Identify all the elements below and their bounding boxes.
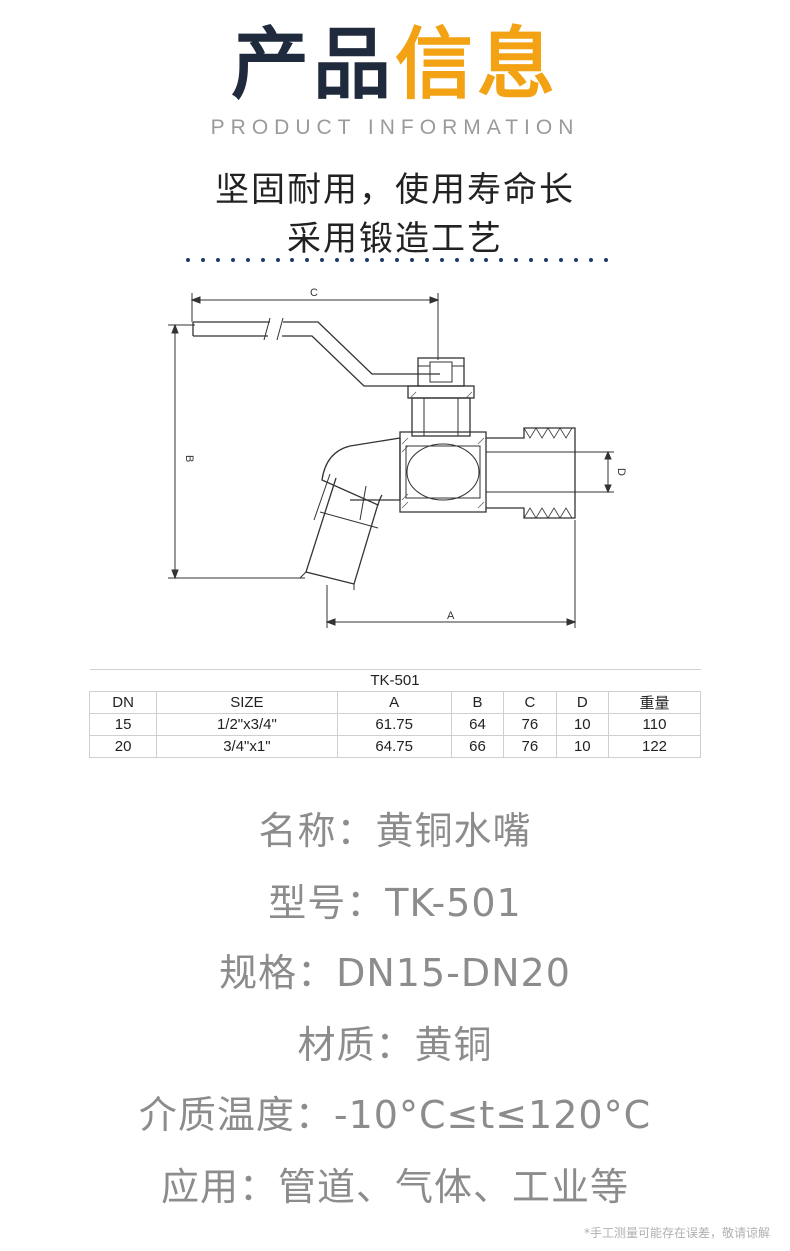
table-header: A: [336, 691, 452, 714]
table-cell: 64.75: [336, 735, 452, 758]
table-cell: 20: [88, 735, 158, 758]
divider-dot: [559, 258, 564, 262]
info-temperature: 介质温度：-10°C≤t≤120°C: [138, 1093, 652, 1137]
table-row: 20 3/4"x1" 64.75 66 76 10 122: [88, 735, 701, 758]
divider-dot: [305, 258, 310, 262]
divider-dot: [484, 258, 489, 262]
divider-dot: [514, 258, 519, 262]
table-model-cell: TK-501: [89, 669, 701, 692]
table-cell: 110: [608, 713, 701, 736]
info-spec: 规格：DN15-DN20: [219, 951, 571, 995]
title-part-1: 产品: [230, 20, 395, 110]
table-header-row: DN SIZE A B C D 重量: [88, 691, 701, 714]
divider-dot: [365, 258, 370, 262]
table-cell: 10: [555, 713, 610, 736]
table-cell: 1/2"x3/4": [156, 713, 338, 736]
divider-dot: [379, 258, 384, 262]
divider-dot: [200, 258, 205, 262]
divider-dot: [290, 258, 295, 262]
dimension-b-label: B: [183, 455, 195, 462]
table-header: DN: [88, 691, 158, 714]
divider-dot: [439, 258, 444, 262]
divider-dot: [275, 258, 280, 262]
english-subtitle: PRODUCT INFORMATION: [210, 116, 580, 139]
table-cell: 76: [503, 735, 557, 758]
divider-dot: [573, 258, 578, 262]
divider-dot: [588, 258, 593, 262]
divider-dot: [544, 258, 549, 262]
divider-dot: [320, 258, 325, 262]
page-title: 产品信息: [0, 20, 790, 110]
divider-dot: [335, 258, 340, 262]
info-material: 材质：黄铜: [297, 1023, 493, 1067]
divider-dot: [394, 258, 399, 262]
table-cell: 76: [503, 713, 557, 736]
divider-dot: [230, 258, 235, 262]
table-cell: 66: [450, 735, 505, 758]
table-header: B: [450, 691, 505, 714]
divider-dot: [529, 258, 534, 262]
divider-dot: [603, 258, 608, 262]
divider-dot: [424, 258, 429, 262]
dimension-c-label: C: [310, 287, 318, 299]
title-part-2: 信息: [395, 20, 560, 110]
valve-technical-drawing: C B A D: [168, 287, 627, 628]
table-header: C: [503, 691, 557, 714]
table-cell: 3/4"x1": [156, 735, 338, 758]
slogan-line-2: 采用锻造工艺: [287, 219, 503, 259]
table-cell: 15: [88, 713, 158, 736]
table-cell: 64: [450, 713, 505, 736]
table-cell: 122: [608, 735, 701, 758]
divider-dot: [245, 258, 250, 262]
divider-dot: [499, 258, 504, 262]
divider-dot: [186, 258, 190, 262]
info-name: 名称：黄铜水嘴: [258, 809, 532, 853]
slogan-line-1: 坚固耐用，使用寿命长: [215, 170, 575, 210]
table-cell: 10: [555, 735, 610, 758]
table-model-row: TK-501: [89, 669, 701, 692]
table-header: SIZE: [156, 691, 338, 714]
spec-table: TK-501 DN SIZE A B C D 重量 15 1/2"x3/4" 6…: [88, 669, 701, 758]
divider-dot: [350, 258, 355, 262]
info-application: 应用：管道、气体、工业等: [160, 1165, 629, 1209]
divider-dot: [469, 258, 474, 262]
footnote: *手工测量可能存在误差，敬请谅解: [583, 1226, 770, 1240]
dimension-d-label: D: [615, 468, 627, 476]
divider-dot: [215, 258, 220, 262]
divider-dot: [260, 258, 265, 262]
table-header: D: [555, 691, 610, 714]
dotted-divider: [186, 258, 608, 264]
divider-dot: [409, 258, 414, 262]
table-header: 重量: [608, 691, 701, 714]
table-row: 15 1/2"x3/4" 61.75 64 76 10 110: [88, 713, 701, 736]
info-model: 型号：TK-501: [268, 881, 522, 925]
divider-dot: [454, 258, 459, 262]
dimension-a-label: A: [447, 610, 455, 622]
table-cell: 61.75: [336, 713, 452, 736]
